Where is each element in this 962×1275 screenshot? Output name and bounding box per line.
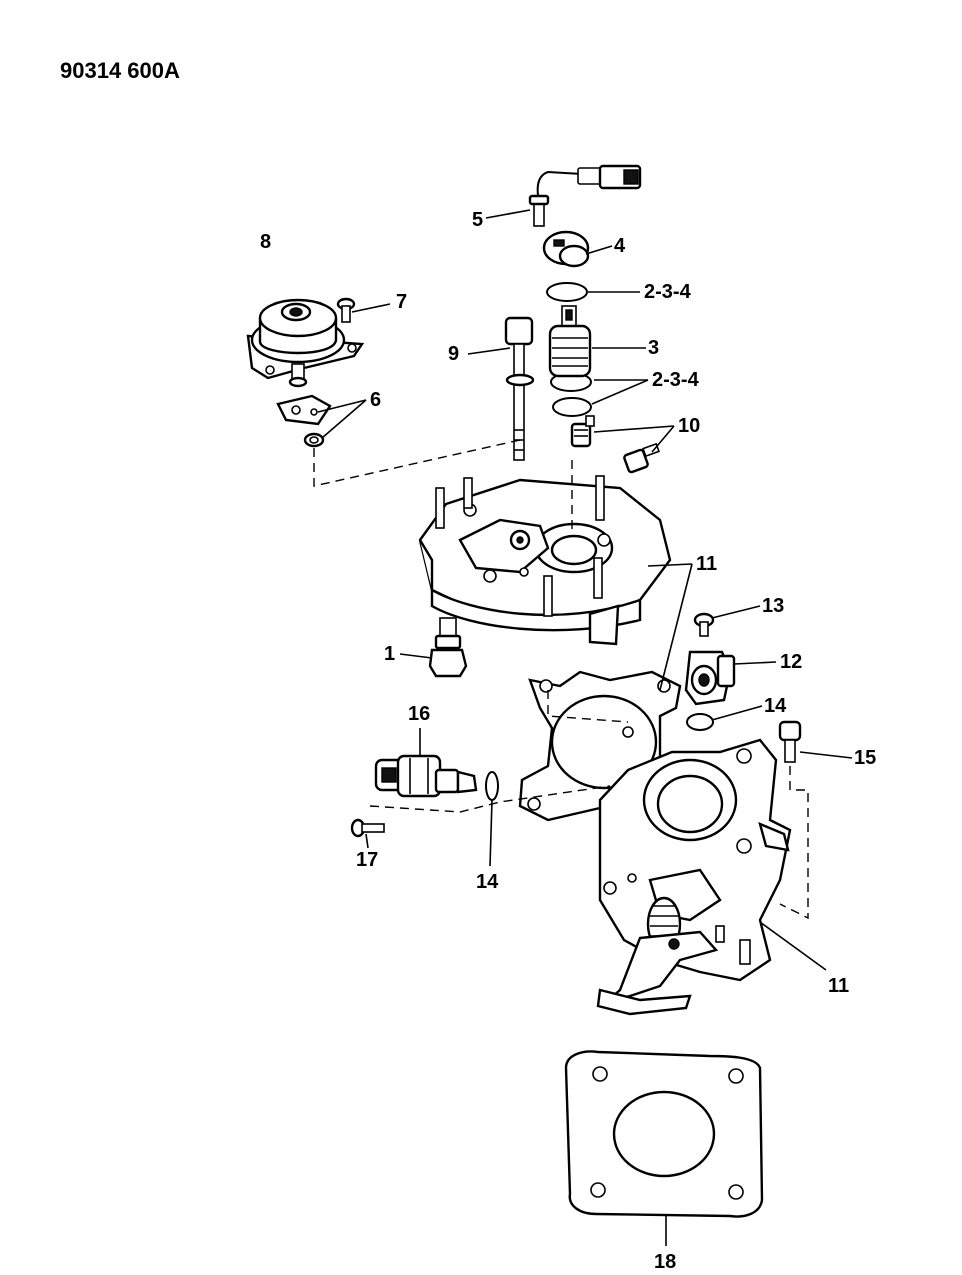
o-ring-top [546,282,588,302]
callout-4: 4 [614,235,626,257]
sensor-switch-part-10 [570,415,660,474]
callout-10: 10 [678,415,700,437]
diagram-code: 90314 600A [60,58,180,83]
callout-13: 13 [762,595,784,617]
sensor-cap-part-4 [542,230,590,268]
callout-3: 3 [648,337,659,359]
callout-14-left: 14 [476,871,499,893]
throttle-position-sensor-part-12 [684,650,736,706]
callout-9: 9 [448,343,459,365]
callout-14-right: 14 [764,695,787,717]
callout-16: 16 [408,703,430,725]
throttle-body-upper-housing [418,475,672,646]
o-ring-part-14-right [686,713,714,731]
pressure-regulator-part-8 [246,298,365,388]
callout-11-bottom: 11 [828,975,849,997]
screw-part-7 [336,297,356,323]
gasket-plate-part-6 [276,394,332,448]
callout-6: 6 [370,389,381,411]
callout-15: 15 [854,747,876,769]
base-gasket-part-18 [564,1050,764,1218]
callout-8: 8 [260,231,271,253]
callout-2-3-4-mid: 2-3-4 [652,369,700,391]
screw-part-13 [693,612,715,637]
throttle-body-lower [596,738,792,1016]
callout-5: 5 [472,209,483,231]
alignment-line-iac [369,785,611,813]
screw-part-15 [778,720,802,763]
o-ring-part-14-left [485,771,499,801]
screw-part-17 [350,818,385,838]
callout-12: 12 [780,651,802,673]
callout-18: 18 [654,1251,676,1273]
alignment-line-regulator [313,439,521,487]
sensor-connector-part-5 [528,164,642,227]
callout-1: 1 [384,643,395,665]
idle-air-control-motor-part-16 [374,754,478,798]
o-ring-lower-2 [552,397,592,417]
callout-2-3-4-top: 2-3-4 [644,281,692,303]
alignment-line-screw-15 [779,766,809,920]
callout-11-top: 11 [696,553,717,575]
fuel-injector-part-3 [548,305,592,378]
leader-lines [317,209,853,1246]
long-bolt-part-9 [504,316,535,461]
callout-17: 17 [356,849,378,871]
alignment-line-gasket [547,690,629,723]
callout-7: 7 [396,291,407,313]
temperature-sensor-part-1 [428,617,468,678]
